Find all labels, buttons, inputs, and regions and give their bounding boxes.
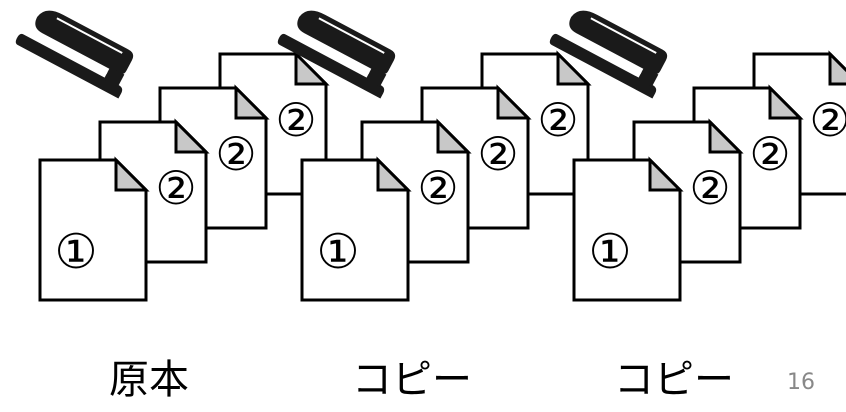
document-page-icon: ① bbox=[38, 156, 150, 302]
sheet-number: ② bbox=[417, 161, 458, 215]
document-page-icon: ② bbox=[98, 118, 210, 264]
sheet-number: ② bbox=[477, 127, 518, 181]
set-label-copy-2: コピー bbox=[614, 357, 734, 403]
document-page-icon: ① bbox=[300, 156, 412, 302]
set-label-copy-1: コピー bbox=[352, 357, 472, 403]
sheet-number: ① bbox=[316, 224, 359, 280]
stapler-icon bbox=[15, 10, 134, 99]
stapler-icon bbox=[549, 10, 668, 99]
sheet-number: ② bbox=[275, 93, 316, 147]
sheet-number: ② bbox=[689, 161, 730, 215]
sheet-number: ② bbox=[215, 127, 256, 181]
set-label-original: 原本 bbox=[109, 357, 189, 403]
document-page-icon: ① bbox=[572, 156, 684, 302]
stapler-icon bbox=[277, 10, 396, 99]
slide-number: 16 bbox=[787, 370, 815, 395]
sheet-number: ① bbox=[588, 224, 631, 280]
sheet-number: ② bbox=[749, 127, 790, 181]
sheet-number: ② bbox=[537, 93, 578, 147]
sheet-number: ① bbox=[54, 224, 97, 280]
sheet-number: ② bbox=[155, 161, 196, 215]
sheet-number: ② bbox=[809, 93, 846, 147]
